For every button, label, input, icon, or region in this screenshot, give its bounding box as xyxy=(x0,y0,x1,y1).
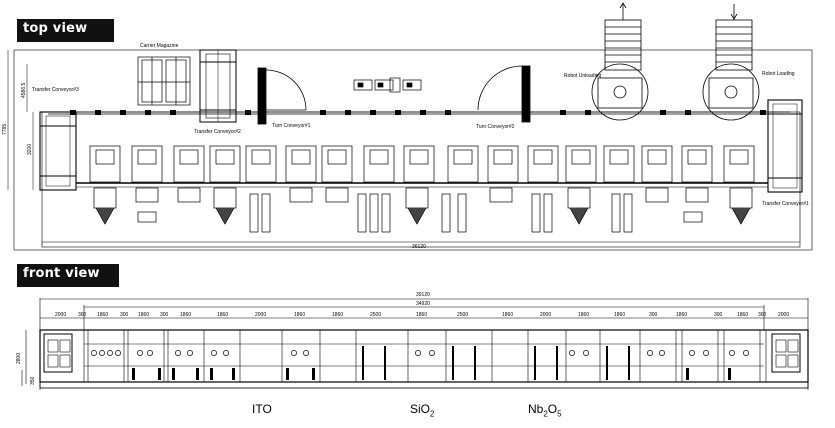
turn-conveyor-2-post xyxy=(521,65,531,123)
dim-segment: 2500 xyxy=(457,312,468,318)
dim-segment: 300 xyxy=(649,312,658,318)
process-line-outline xyxy=(41,111,801,248)
dim-segment: 300 xyxy=(120,312,129,318)
label-turn-conveyor-2: Turn Conveyor#2 xyxy=(476,124,515,130)
dim-segment: 1860 xyxy=(138,312,149,318)
dim-segment: 1860 xyxy=(614,312,625,318)
dim-front-base: 350 xyxy=(30,376,36,385)
dim-segment: 1860 xyxy=(416,312,427,318)
dim-segment: 1860 xyxy=(578,312,589,318)
dim-segment: 1860 xyxy=(332,312,343,318)
dim-front-height: 2800 xyxy=(16,353,22,364)
turn-conveyor-1-arc xyxy=(265,69,307,111)
top-view-outline xyxy=(13,49,813,251)
upper-rail xyxy=(48,111,790,115)
dim-segment: 2000 xyxy=(255,312,266,318)
label-turn-conveyor-1: Turn Conveyor#1 xyxy=(272,123,311,129)
transfer-conveyor-1 xyxy=(767,99,803,193)
label-transfer-conveyor-2: Transfer Conveyor#2 xyxy=(194,129,241,135)
dim-length: 36120 xyxy=(412,244,426,250)
label-transfer-conveyor-3: Transfer Conveyor#3 xyxy=(32,87,79,93)
dim-segment: 2000 xyxy=(778,312,789,318)
turn-conveyor-2-arc xyxy=(477,65,523,111)
dim-segment: 300 xyxy=(78,312,87,318)
front-view-pumps xyxy=(132,346,731,380)
dim-segment: 2000 xyxy=(55,312,66,318)
label-transfer-conveyor-1: Transfer Conveyor#1 xyxy=(762,201,809,207)
turn-conveyor-1-post xyxy=(257,67,267,125)
transfer-conveyor-3 xyxy=(39,111,77,191)
dim-segment: 2500 xyxy=(370,312,381,318)
control-cabinet xyxy=(353,77,422,93)
dim-segment: 1860 xyxy=(294,312,305,318)
robot-unloading xyxy=(591,2,649,121)
dim-segment: 1860 xyxy=(180,312,191,318)
dim-segment: 1860 xyxy=(676,312,687,318)
dim-segment: 300 xyxy=(714,312,723,318)
top-view-title: top view xyxy=(17,19,114,42)
material-label-sio2: SiO2 xyxy=(410,402,435,419)
material-label-ito: ITO xyxy=(252,402,272,416)
carrier-magazine xyxy=(137,56,191,106)
dim-segment: 2000 xyxy=(540,312,551,318)
dim-segment: 1860 xyxy=(97,312,108,318)
chamber-row xyxy=(76,182,768,188)
front-view-details xyxy=(91,350,749,356)
vacuum-pumps xyxy=(93,187,753,233)
front-view-title: front view xyxy=(17,264,119,287)
dim-height-total: 7785 xyxy=(2,124,8,135)
front-view-modules xyxy=(83,330,767,382)
transfer-conveyor-2 xyxy=(199,49,237,123)
dim-height-upper: 4586.5 xyxy=(21,82,27,98)
dim-total-length: 39120 xyxy=(416,292,430,298)
dim-segment: 1860 xyxy=(737,312,748,318)
dim-segment: 1860 xyxy=(217,312,228,318)
dim-height-lower: 3200 xyxy=(27,144,33,155)
dim-segment: 300 xyxy=(758,312,767,318)
label-robot-unloading: Robot Unloading xyxy=(564,73,601,79)
robot-loading xyxy=(702,4,760,121)
dim-inner-length: 34920 xyxy=(416,301,430,307)
chambers xyxy=(89,145,755,183)
dim-segment: 1860 xyxy=(502,312,513,318)
label-robot-loading: Robot Loading xyxy=(762,71,795,77)
dim-segment: 300 xyxy=(160,312,169,318)
front-view-frame xyxy=(21,298,809,390)
material-label-nb2o5: Nb2O5 xyxy=(528,402,562,419)
label-carrier-magazine: Carrier Magazine xyxy=(140,43,179,49)
